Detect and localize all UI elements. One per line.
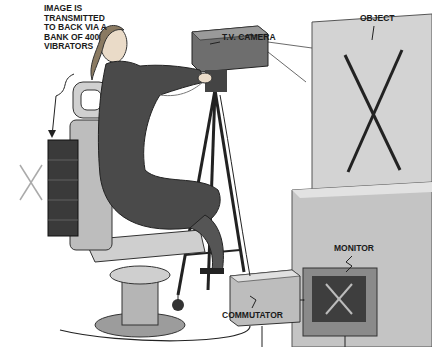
object-label: OBJECT — [360, 14, 394, 24]
callout-note: IMAGE IS TRANSMITTED TO BACK VIA A BANK … — [44, 4, 108, 52]
monitor-label: MONITOR — [334, 244, 374, 254]
camera-label: T.V. CAMERA — [222, 33, 276, 43]
commutator-label: COMMUTATOR — [222, 311, 283, 321]
